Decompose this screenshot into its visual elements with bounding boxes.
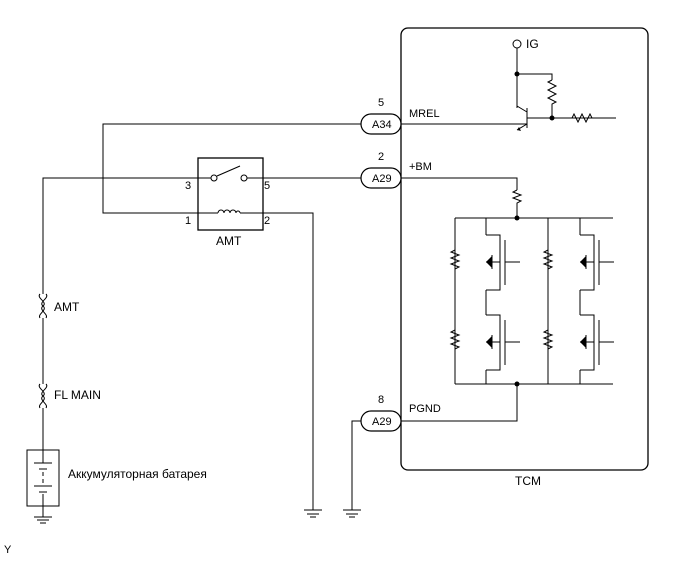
mosfet-icon <box>486 314 520 371</box>
ground-icon <box>343 509 361 518</box>
svg-text:+BM: +BM <box>409 161 432 173</box>
bridge-resistor-4 <box>542 329 554 350</box>
ground-icon <box>34 506 52 524</box>
svg-text:2: 2 <box>378 151 384 163</box>
fuse-amt-icon <box>38 290 48 380</box>
connector-a29-pgnd: A29 8 PGND <box>360 394 441 432</box>
svg-text:MREL: MREL <box>409 108 440 120</box>
fuse-fl-main-label: FL MAIN <box>54 388 101 402</box>
svg-text:8: 8 <box>378 394 384 406</box>
svg-text:PGND: PGND <box>409 403 441 415</box>
battery-icon <box>34 450 52 506</box>
fuse-amt-label: AMT <box>54 300 80 314</box>
ig-terminal-icon <box>512 39 522 49</box>
svg-text:A29: A29 <box>372 173 392 185</box>
mosfet-icon <box>580 234 614 291</box>
relay-amt-box <box>197 157 264 231</box>
base-resistor-icon <box>560 112 616 124</box>
ground-icon <box>304 509 322 518</box>
bridge-resistor-2 <box>449 329 461 350</box>
bridge-resistor-3 <box>542 249 554 270</box>
footer-mark: Y <box>4 544 12 556</box>
tcm-box <box>400 27 649 471</box>
ig-label: IG <box>526 37 539 51</box>
svg-text:A29: A29 <box>372 416 392 428</box>
mosfet-icon <box>580 314 614 371</box>
fuse-fl-main-icon <box>38 380 48 450</box>
relay-coil-icon <box>198 209 263 214</box>
connector-a34-mrel: A34 5 MREL <box>360 97 440 135</box>
svg-text:1: 1 <box>185 215 191 227</box>
connector-a29-bm: A29 2 +BM <box>360 151 432 189</box>
svg-text:5: 5 <box>264 180 270 192</box>
resistor-icon <box>546 79 558 118</box>
tcm-label: TCM <box>515 474 541 488</box>
relay-label: AMT <box>216 234 242 248</box>
mosfet-icon <box>486 234 520 291</box>
svg-text:3: 3 <box>185 180 191 192</box>
svg-text:5: 5 <box>378 97 384 109</box>
svg-text:2: 2 <box>264 215 270 227</box>
relay-switch-icon <box>198 165 263 182</box>
bridge-resistor-1 <box>449 249 461 270</box>
battery-label: Аккумуляторная батарея <box>68 467 207 481</box>
svg-text:A34: A34 <box>372 119 392 131</box>
bm-resistor-icon <box>511 189 523 218</box>
